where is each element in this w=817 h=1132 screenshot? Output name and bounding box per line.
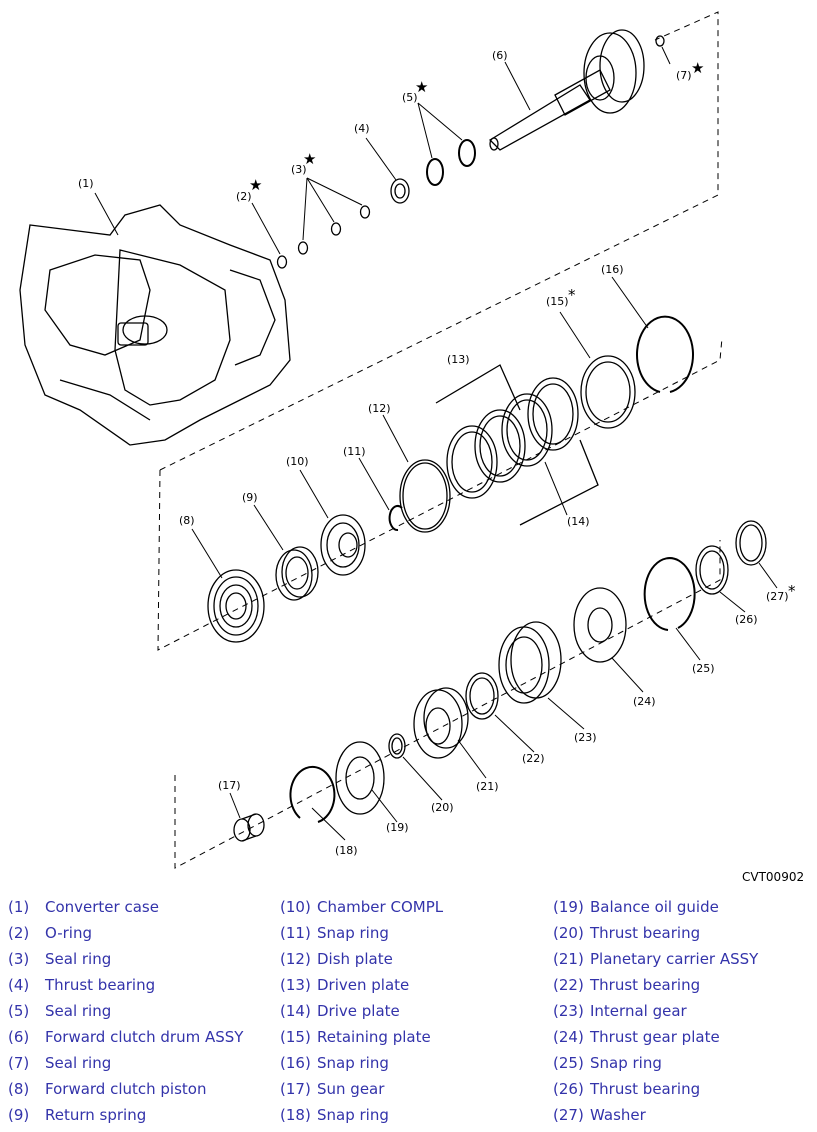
callout-16: (16)	[601, 263, 624, 276]
thrust-bearing-20	[388, 733, 406, 759]
retaining-plate-15	[580, 355, 636, 429]
thrust-gear-plate-24	[573, 587, 627, 663]
legend-item: (22)Thrust bearing	[553, 976, 701, 994]
callout-12: (12)	[368, 402, 391, 415]
washer-27	[735, 520, 767, 566]
legend-item: (25)Snap ring	[553, 1054, 662, 1072]
diagram-code: CVT00902	[742, 870, 805, 884]
callout-4: (4)	[354, 122, 370, 135]
seal-rings-5	[426, 139, 476, 186]
legend-item: (4)Thrust bearing	[8, 976, 156, 994]
callout-13: (13)	[447, 353, 470, 366]
callout-27: (27)	[766, 590, 789, 603]
legend-item: (5)Seal ring	[8, 1002, 112, 1020]
planetary-carrier-21	[413, 687, 469, 759]
thrust-bearing-4	[390, 178, 410, 204]
forward-clutch-drum-6	[488, 29, 645, 151]
callout-19: (19)	[386, 821, 409, 834]
legend-item: (24)Thrust gear plate	[553, 1028, 720, 1046]
callout-24: (24)	[633, 695, 656, 708]
forward-clutch-piston-8	[207, 569, 265, 643]
seal-rings-3	[297, 205, 371, 255]
legend-item: (12)Dish plate	[280, 950, 393, 968]
asterisk-marker-15: *	[568, 286, 576, 304]
converter-case-drawing	[19, 204, 291, 446]
callout-14: (14)	[567, 515, 590, 528]
legend-item: (21)Planetary carrier ASSY	[553, 950, 759, 968]
o-ring-2	[276, 255, 288, 269]
legend-item: (19)Balance oil guide	[553, 898, 719, 916]
legend-item: (15)Retaining plate	[280, 1028, 431, 1046]
seal-ring-7	[655, 35, 665, 47]
parts-legend: (1)Converter case (2)O-ring (3)Seal ring…	[8, 894, 813, 1130]
sun-gear-17	[233, 813, 265, 842]
star-marker-7: ★	[691, 59, 704, 77]
legend-item: (27)Washer	[553, 1106, 646, 1124]
legend-item: (16)Snap ring	[280, 1054, 389, 1072]
callout-2: (2)	[236, 190, 252, 203]
callout-20: (20)	[431, 801, 454, 814]
balance-oil-guide-19	[335, 741, 385, 815]
callout-23: (23)	[574, 731, 597, 744]
dashed-guide-lines	[157, 11, 723, 869]
legend-item: (17)Sun gear	[280, 1080, 385, 1098]
internal-gear-23	[498, 621, 562, 704]
legend-item: (23)Internal gear	[553, 1002, 687, 1020]
callout-8: (8)	[179, 514, 195, 527]
thrust-bearing-26	[695, 545, 729, 595]
star-marker-2: ★	[249, 176, 262, 194]
legend-item: (18)Snap ring	[280, 1106, 389, 1124]
exploded-view-diagram: (1) (2) (3) (4) (5) (6) (7) (8) (9) (10)…	[19, 11, 796, 869]
callout-9: (9)	[242, 491, 258, 504]
legend-item: (1)Converter case	[8, 898, 159, 916]
legend-item: (8)Forward clutch piston	[8, 1080, 207, 1098]
legend-item: (20)Thrust bearing	[553, 924, 701, 942]
return-spring-9	[275, 546, 319, 601]
callout-1: (1)	[78, 177, 94, 190]
callout-25: (25)	[692, 662, 715, 675]
callout-11: (11)	[343, 445, 366, 458]
callout-3: (3)	[291, 163, 307, 176]
snap-ring-25	[643, 557, 696, 631]
callout-7: (7)	[676, 69, 692, 82]
clutch-pack-13-14	[435, 364, 599, 526]
legend-item: (11)Snap ring	[280, 924, 389, 942]
callout-10: (10)	[286, 455, 309, 468]
leader-lines	[94, 46, 778, 841]
chamber-compl-10	[320, 514, 366, 576]
legend-item: (6)Forward clutch drum ASSY	[8, 1028, 244, 1046]
callout-5: (5)	[402, 91, 418, 104]
callout-6: (6)	[492, 49, 508, 62]
legend-item: (3)Seal ring	[8, 950, 112, 968]
asterisk-marker-27: *	[788, 582, 796, 600]
legend-item: (10)Chamber COMPL	[280, 898, 444, 916]
legend-item: (7)Seal ring	[8, 1054, 112, 1072]
callout-21: (21)	[476, 780, 499, 793]
star-marker-5: ★	[415, 78, 428, 96]
snap-ring-18	[289, 765, 336, 823]
callout-18: (18)	[335, 844, 358, 857]
snap-ring-11	[388, 505, 403, 531]
callout-15: (15)	[546, 295, 569, 308]
legend-item: (9)Return spring	[8, 1106, 147, 1124]
star-marker-3: ★	[303, 150, 316, 168]
legend-item: (2)O-ring	[8, 924, 92, 942]
thrust-bearing-22	[465, 672, 499, 720]
legend-item: (14)Drive plate	[280, 1002, 400, 1020]
legend-item: (13)Driven plate	[280, 976, 410, 994]
legend-item: (26)Thrust bearing	[553, 1080, 701, 1098]
snap-ring-16	[636, 315, 694, 393]
dish-plate-12	[399, 459, 451, 533]
callout-17: (17)	[218, 779, 241, 792]
callout-22: (22)	[522, 752, 545, 765]
callout-26: (26)	[735, 613, 758, 626]
